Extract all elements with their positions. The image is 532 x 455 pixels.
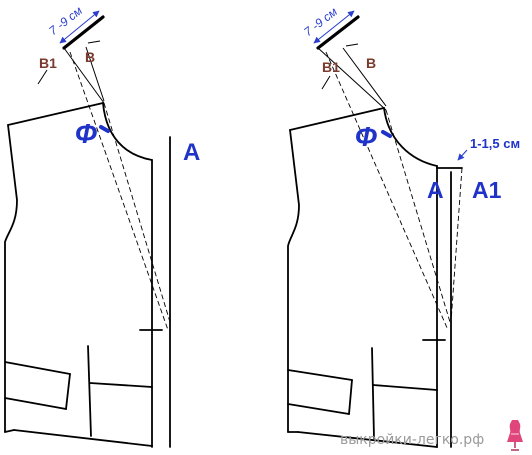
right-hem-line: [297, 431, 438, 448]
right-point-b: В: [366, 55, 376, 71]
left-measure-arrow: [59, 10, 100, 44]
right-tick-b1: [321, 75, 331, 90]
right-dashed-line-2: [325, 51, 449, 331]
left-line-a-label: А: [183, 139, 200, 166]
left-waist-line: [89, 382, 153, 388]
right-waist-line: [372, 384, 438, 391]
left-measure-label: 7 -9 см: [46, 4, 85, 39]
left-dashed-line-1: [103, 102, 171, 323]
left-armhole-side: [4, 124, 18, 433]
left-tick-b1: [37, 69, 48, 85]
left-pocket-bottom: [4, 397, 67, 410]
left-guide-line-b: [85, 46, 105, 102]
right-dart-line: [371, 347, 375, 439]
right-shoulder-line: [289, 107, 385, 131]
right-guide-line-b: [342, 47, 387, 107]
right-dashed-line-1: [385, 109, 451, 323]
right-guide-line-b1: [317, 47, 387, 111]
right-neck-mark: [381, 130, 392, 138]
left-point-b: В: [85, 49, 95, 65]
left-hem-corner: [4, 429, 15, 433]
left-neck-mark: [99, 125, 110, 133]
right-pocket-bottom: [287, 403, 350, 415]
left-guide-line-b1: [63, 47, 105, 104]
right-measure-arrow: [313, 10, 355, 44]
left-neck-label: Ф: [75, 118, 97, 149]
right-line-a1-label: А1: [472, 177, 502, 203]
right-neckline-curve: [383, 107, 438, 167]
right-pocket-side: [348, 379, 353, 415]
right-point-b1: В1: [322, 59, 340, 75]
left-hem-line: [13, 429, 153, 447]
left-dart-line: [87, 345, 92, 437]
dress-form-icon: [507, 420, 523, 451]
left-dashed-line-2: [69, 51, 169, 331]
right-offset-label: 1-1,5 см: [470, 136, 520, 151]
left-pocket-top: [4, 361, 71, 375]
left-neckline-curve: [102, 102, 153, 161]
right-offset-dashed-line: [450, 167, 463, 323]
left-figure: 7 -9 см В1 В Ф А: [4, 4, 200, 448]
right-tick-b: [345, 43, 359, 47]
right-offset-arrow: [457, 149, 468, 161]
left-shoulder-line: [7, 102, 104, 126]
right-armhole-side: [287, 129, 300, 433]
watermark-text: выкройки-легко.рф: [340, 432, 484, 448]
right-line-a-label: А: [427, 177, 444, 203]
right-figure: 7 -9 см В1 В Ф 1-1,5 см А А1: [287, 5, 520, 448]
right-neck-label: Ф: [355, 121, 377, 152]
right-pocket-top: [287, 369, 353, 381]
left-tick-b: [87, 40, 101, 44]
left-point-b1: В1: [39, 55, 57, 71]
left-pocket-side: [65, 373, 71, 410]
watermark: выкройки-легко.рф: [340, 420, 523, 451]
